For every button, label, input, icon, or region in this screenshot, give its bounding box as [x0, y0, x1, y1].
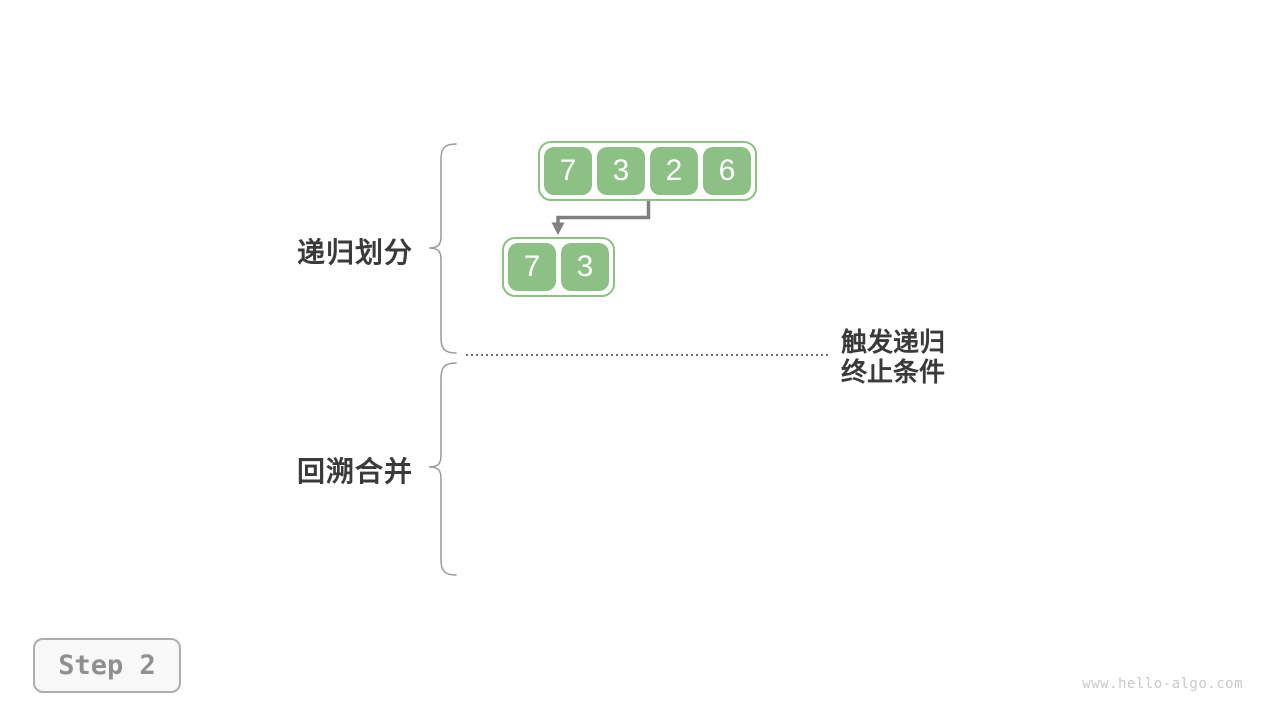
- array-cell: 7: [508, 243, 556, 291]
- array-cell: 3: [561, 243, 609, 291]
- base-case-label: 触发递归 终止条件: [841, 327, 945, 387]
- step-badge: Step 2: [33, 638, 181, 693]
- array-top: 7 3 2 6: [538, 141, 757, 201]
- base-case-label-line1: 触发递归: [841, 327, 946, 357]
- array-cell: 7: [544, 147, 592, 195]
- array-cell: 2: [650, 147, 698, 195]
- merge-brace: [428, 362, 457, 576]
- watermark-text: www.hello-algo.com: [1082, 676, 1243, 692]
- array-cell: 6: [703, 147, 751, 195]
- array-sub: 7 3: [502, 237, 615, 297]
- base-case-label-line2: 终止条件: [841, 357, 946, 387]
- divide-arrow-head: [551, 222, 565, 235]
- merge-phase-label: 回溯合并: [297, 456, 414, 487]
- array-cell: 3: [597, 147, 645, 195]
- divide-brace: [428, 143, 457, 354]
- divide-phase-label: 递归划分: [297, 237, 414, 268]
- divide-arrow-line: [556, 200, 651, 225]
